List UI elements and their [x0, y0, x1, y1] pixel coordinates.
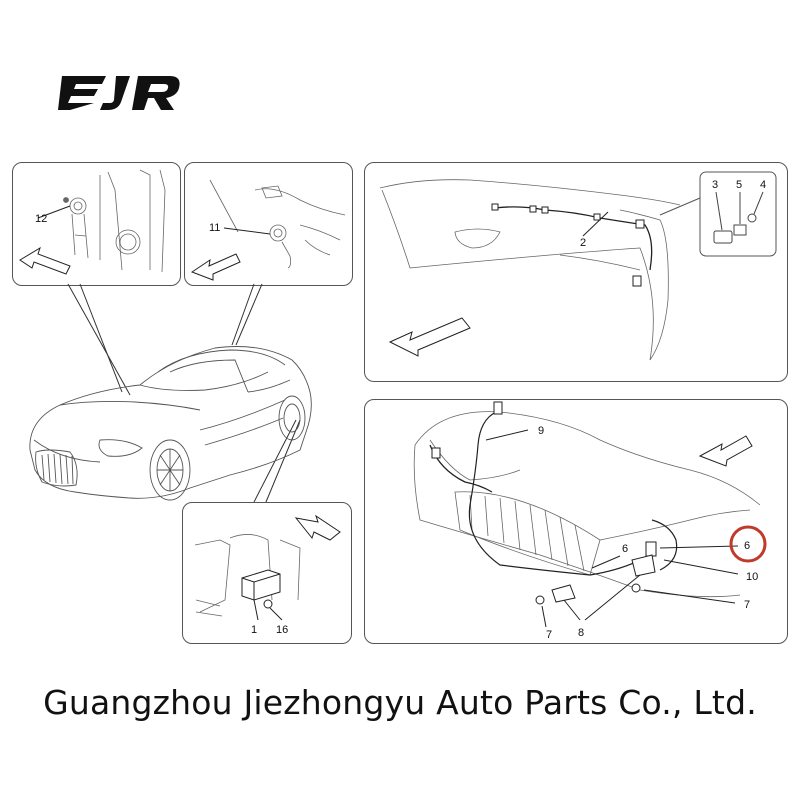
front-bumper-drawing — [413, 411, 761, 598]
direction-arrow-icon — [698, 435, 753, 467]
wiring-harness — [494, 206, 653, 271]
callout-7-left: 7 — [546, 629, 552, 641]
callout-6-highlight: 6 — [744, 540, 750, 552]
company-logo — [58, 68, 188, 118]
horn-right-drawing — [209, 179, 346, 269]
direction-arrow-icon — [388, 317, 471, 357]
callout-11: 11 — [209, 222, 220, 234]
leader-line — [235, 283, 263, 346]
callout-8: 8 — [578, 627, 584, 639]
wiring-harness — [468, 411, 641, 576]
callout-1: 1 — [251, 624, 257, 636]
highlight-circle — [729, 525, 767, 563]
callout-10: 10 — [746, 571, 758, 583]
callout-6-left: 6 — [622, 543, 628, 555]
callout-4: 4 — [760, 179, 766, 191]
rear-bumper-drawing — [379, 179, 681, 361]
inset-detail-box — [699, 171, 777, 257]
company-name: Guangzhou Jiezhongyu Auto Parts Co., Ltd… — [43, 683, 757, 722]
callout-12: 12 — [35, 213, 47, 225]
callout-16: 16 — [276, 624, 288, 636]
direction-arrow-icon — [19, 246, 71, 275]
horn-left-drawing — [63, 169, 166, 273]
callout-7-right: 7 — [744, 599, 750, 611]
control-unit-drawing — [194, 534, 301, 617]
panel-front-bumper — [364, 399, 788, 644]
direction-arrow-icon — [294, 514, 341, 541]
callout-5: 5 — [736, 179, 742, 191]
callout-2: 2 — [580, 237, 586, 249]
car-illustration — [29, 346, 312, 501]
direction-arrow-icon — [190, 253, 241, 281]
leader-line — [67, 283, 131, 396]
callout-9: 9 — [538, 425, 544, 437]
callout-3: 3 — [712, 179, 718, 191]
panel-horn-left — [12, 162, 181, 286]
control-unit-part — [241, 569, 281, 601]
sensor-detail — [713, 191, 764, 244]
